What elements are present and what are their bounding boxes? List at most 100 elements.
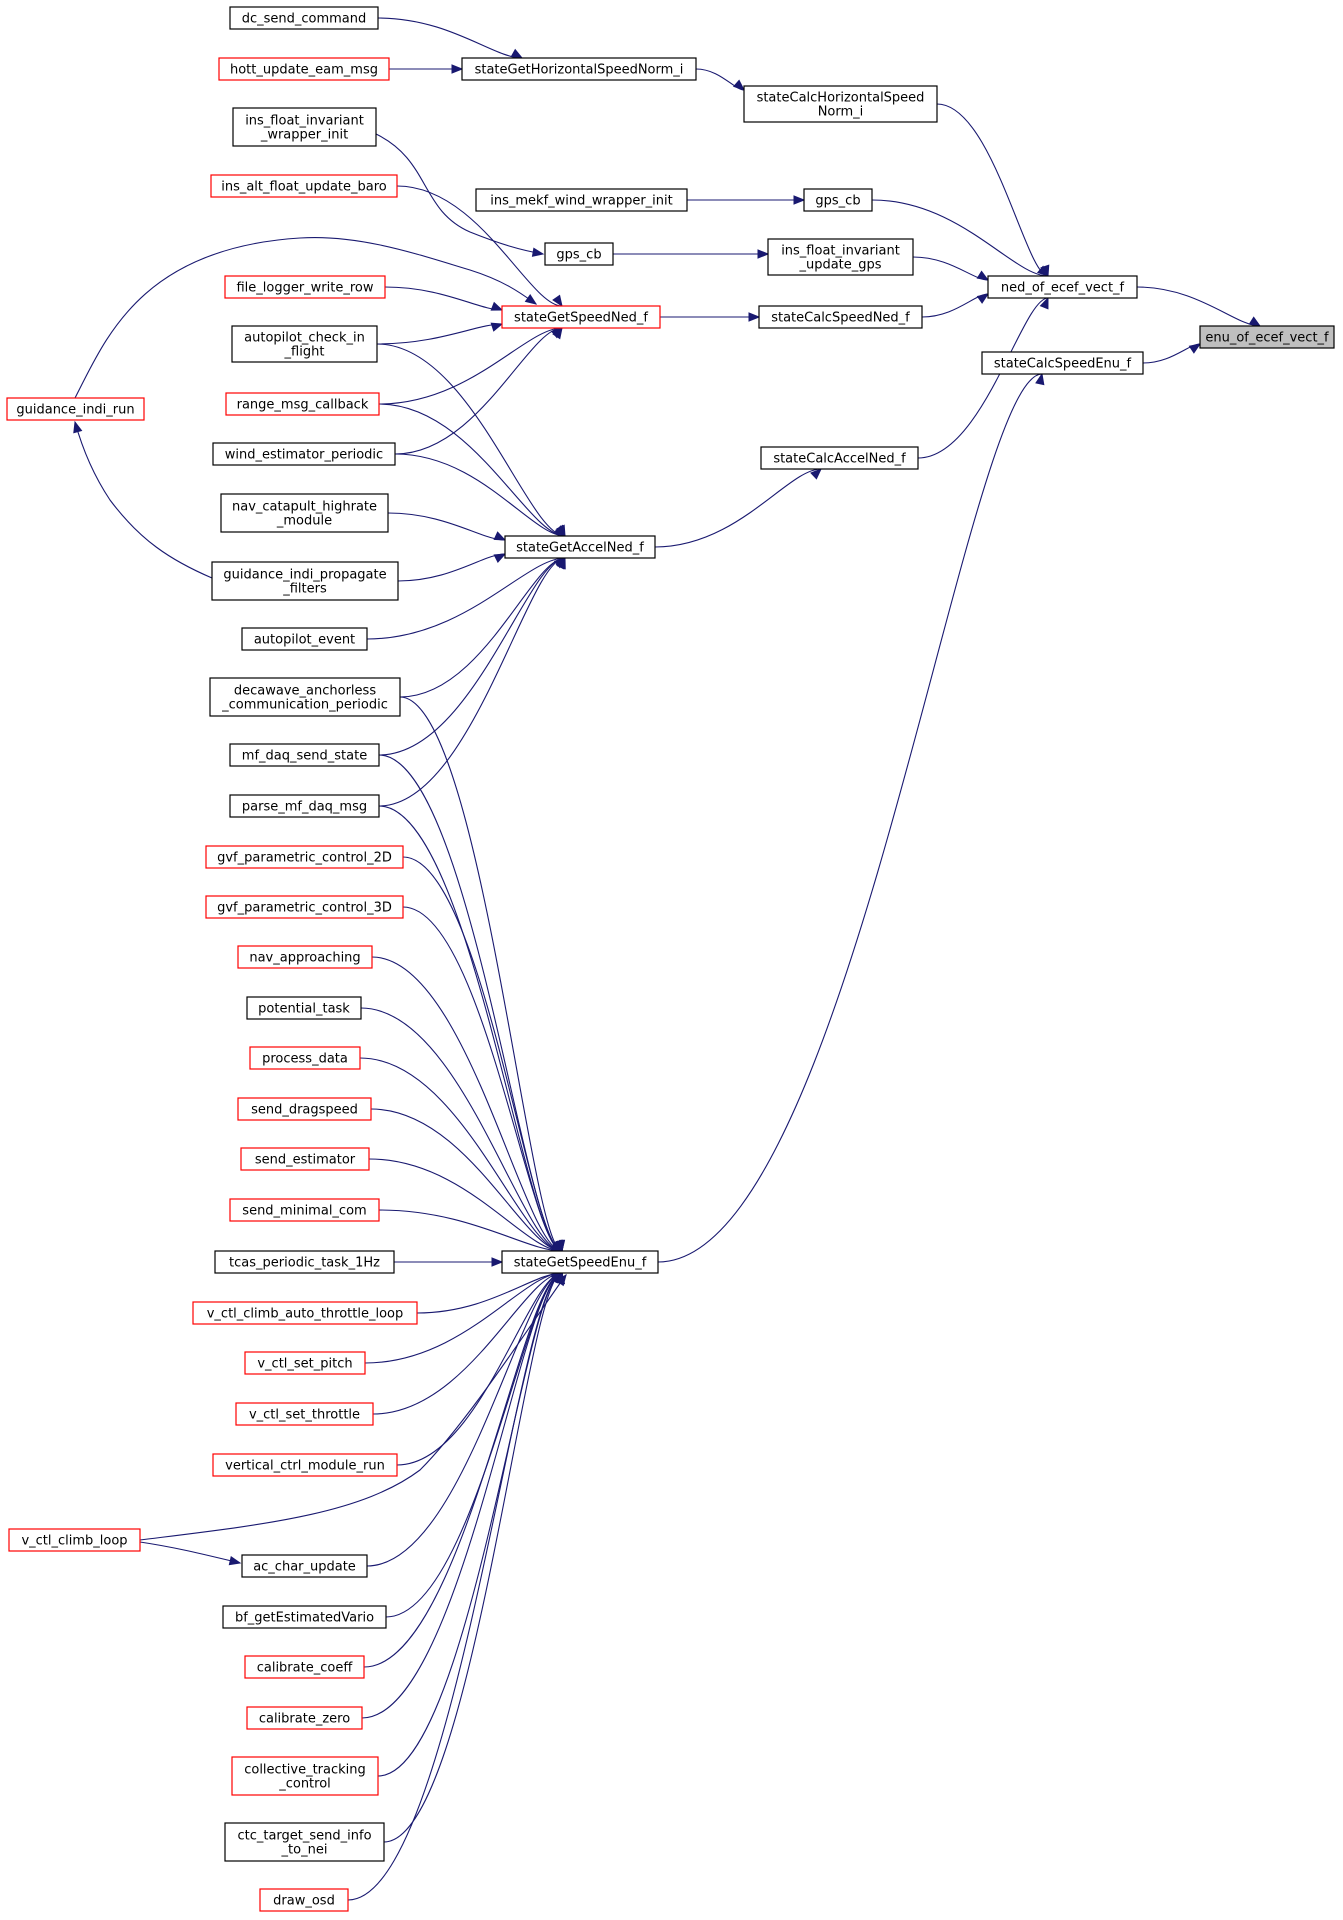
node-calZero[interactable]: calibrate_zero bbox=[246, 1706, 363, 1730]
node-acChar[interactable]: ac_char_update bbox=[241, 1554, 368, 1578]
edge-dcSend-to-getHSN bbox=[377, 17, 524, 59]
node-insAlt[interactable]: ins_alt_float_update_baro bbox=[210, 174, 398, 198]
node-bfGet[interactable]: bf_getEstimatedVario bbox=[222, 1605, 387, 1629]
node-vertCtrl[interactable]: vertical_ctrl_module_run bbox=[212, 1453, 398, 1477]
node-insWrapper[interactable]: ins_float_invariant_wrapper_init bbox=[232, 107, 377, 147]
node-sendEst[interactable]: send_estimator bbox=[240, 1147, 370, 1171]
node-gvf3d[interactable]: gvf_parametric_control_3D bbox=[205, 895, 404, 919]
edge-parseMf-to-getSpeedEnu bbox=[378, 805, 565, 1253]
edge-arrowhead bbox=[748, 312, 761, 322]
edge-line bbox=[394, 453, 566, 537]
node-box bbox=[246, 996, 362, 1020]
node-navCat[interactable]: nav_catapult_highrate_module bbox=[220, 493, 389, 533]
node-dcSend[interactable]: dc_send_command bbox=[229, 6, 379, 30]
node-apEvent[interactable]: autopilot_event bbox=[241, 627, 368, 651]
edge-line bbox=[936, 103, 1049, 277]
node-label: stateGetSpeedNed_f bbox=[514, 311, 648, 326]
node-label: enu_of_ecef_vect_f bbox=[1205, 331, 1329, 346]
node-potTask[interactable]: potential_task bbox=[246, 996, 362, 1020]
node-sendDrag[interactable]: send_dragspeed bbox=[237, 1097, 372, 1121]
node-getSpeedEnu[interactable]: stateGetSpeedEnu_f bbox=[501, 1250, 659, 1274]
edge-line bbox=[74, 236, 537, 399]
node-box bbox=[760, 446, 919, 470]
node-box bbox=[244, 1351, 366, 1375]
edge-insFloatGps-to-ned bbox=[912, 256, 990, 281]
node-drawOsd[interactable]: draw_osd bbox=[259, 1888, 349, 1912]
node-tcas[interactable]: tcas_periodic_task_1Hz bbox=[214, 1250, 395, 1274]
node-rangeMsg[interactable]: range_msg_callback bbox=[225, 392, 380, 416]
node-getHSN[interactable]: stateGetHorizontalSpeedNorm_i bbox=[461, 57, 697, 81]
node-giRun[interactable]: guidance_indi_run bbox=[6, 397, 145, 421]
node-procData[interactable]: process_data bbox=[249, 1046, 361, 1070]
edge-line bbox=[376, 343, 566, 537]
node-box bbox=[210, 174, 398, 198]
edge-sendEst-to-getSpeedEnu bbox=[368, 1158, 563, 1252]
edge-line bbox=[402, 906, 563, 1252]
node-label: gps_cb bbox=[556, 248, 601, 263]
edge-arrowhead bbox=[1188, 343, 1202, 354]
edge-apCheck-to-getAccelNed bbox=[376, 343, 566, 538]
node-box bbox=[240, 1147, 370, 1171]
node-label: stateCalcSpeedNed_f bbox=[771, 311, 910, 326]
node-parseMf[interactable]: parse_mf_daq_msg bbox=[229, 794, 380, 818]
node-box bbox=[220, 493, 389, 533]
node-gpscb2[interactable]: gps_cb bbox=[544, 242, 614, 266]
node-decawave[interactable]: decawave_anchorless_communication_period… bbox=[209, 677, 401, 717]
edge-mekf-to-gpscb1 bbox=[687, 195, 806, 205]
node-label: mf_daq_send_state bbox=[242, 749, 367, 764]
node-calCoeff[interactable]: calibrate_coeff bbox=[244, 1655, 365, 1679]
node-fileLogger[interactable]: file_logger_write_row bbox=[224, 275, 386, 299]
edge-arrowhead bbox=[1248, 316, 1262, 327]
node-ctcTarget[interactable]: ctc_target_send_info_to_nei bbox=[224, 1822, 385, 1862]
edge-insWrapper-to-gpscb2 bbox=[375, 133, 545, 257]
edge-vSetThrottle-to-getSpeedEnu bbox=[372, 1271, 563, 1415]
node-label: collective_tracking bbox=[244, 1763, 366, 1778]
node-gpscb1[interactable]: gps_cb bbox=[803, 188, 873, 212]
node-ned[interactable]: ned_of_ecef_vect_f bbox=[987, 275, 1138, 299]
edge-arrowhead bbox=[490, 322, 504, 332]
node-mekf[interactable]: ins_mekf_wind_wrapper_init bbox=[475, 188, 688, 212]
node-box bbox=[259, 1888, 349, 1912]
node-vClimbAuto[interactable]: v_ctl_climb_auto_throttle_loop bbox=[192, 1301, 418, 1325]
node-getAccelNed[interactable]: stateGetAccelNed_f bbox=[504, 535, 656, 559]
edge-ned-to-enu bbox=[1136, 286, 1262, 327]
node-calcSpeedEnu[interactable]: stateCalcSpeedEnu_f bbox=[981, 351, 1144, 375]
node-sendMin[interactable]: send_minimal_com bbox=[229, 1198, 380, 1222]
node-box bbox=[803, 188, 873, 212]
node-box bbox=[987, 275, 1138, 299]
node-vSetPitch[interactable]: v_ctl_set_pitch bbox=[244, 1351, 366, 1375]
node-label: _update_gps bbox=[798, 258, 881, 273]
edge-getAccelNed-to-calcAccelNed bbox=[654, 468, 822, 548]
node-calcAccelNed[interactable]: stateCalcAccelNed_f bbox=[760, 446, 919, 470]
edge-parseMf-to-getAccelNed bbox=[378, 556, 566, 807]
edge-line bbox=[366, 557, 566, 640]
node-vSetThrottle[interactable]: v_ctl_set_throttle bbox=[235, 1402, 374, 1426]
node-navAppr[interactable]: nav_approaching bbox=[237, 945, 373, 969]
node-box bbox=[249, 1046, 361, 1070]
node-enu[interactable]: enu_of_ecef_vect_f bbox=[1199, 325, 1335, 349]
node-windEst[interactable]: wind_estimator_periodic bbox=[212, 442, 396, 466]
edge-insAlt-to-getSpeedNed bbox=[396, 185, 563, 308]
node-label: v_ctl_climb_loop bbox=[21, 1534, 127, 1549]
node-box bbox=[1199, 325, 1335, 349]
node-label: ac_char_update bbox=[253, 1560, 356, 1575]
node-box bbox=[235, 1402, 374, 1426]
node-label: nav_approaching bbox=[249, 951, 360, 966]
node-collTrack[interactable]: collective_tracking_control bbox=[231, 1756, 379, 1796]
node-box bbox=[229, 794, 380, 818]
node-getSpeedNed[interactable]: stateGetSpeedNed_f bbox=[501, 305, 661, 329]
node-insFloatGps[interactable]: ins_float_invariant_update_gps bbox=[767, 238, 914, 276]
edge-line bbox=[378, 805, 563, 1252]
node-box bbox=[229, 743, 380, 767]
node-calcSpeedNed[interactable]: stateCalcSpeedNed_f bbox=[758, 305, 923, 329]
node-giProp[interactable]: guidance_indi_propagate_filters bbox=[211, 561, 399, 601]
node-hott[interactable]: hott_update_eam_msg bbox=[218, 57, 390, 81]
node-gvf2d[interactable]: gvf_parametric_control_2D bbox=[205, 845, 404, 869]
node-box bbox=[767, 238, 914, 276]
node-apCheck[interactable]: autopilot_check_in_flight bbox=[231, 325, 378, 363]
node-label: ned_of_ecef_vect_f bbox=[1001, 281, 1125, 296]
node-vClimbLoop[interactable]: v_ctl_climb_loop bbox=[8, 1528, 141, 1552]
node-mfSend[interactable]: mf_daq_send_state bbox=[229, 743, 380, 767]
node-label: v_ctl_set_pitch bbox=[257, 1357, 352, 1372]
